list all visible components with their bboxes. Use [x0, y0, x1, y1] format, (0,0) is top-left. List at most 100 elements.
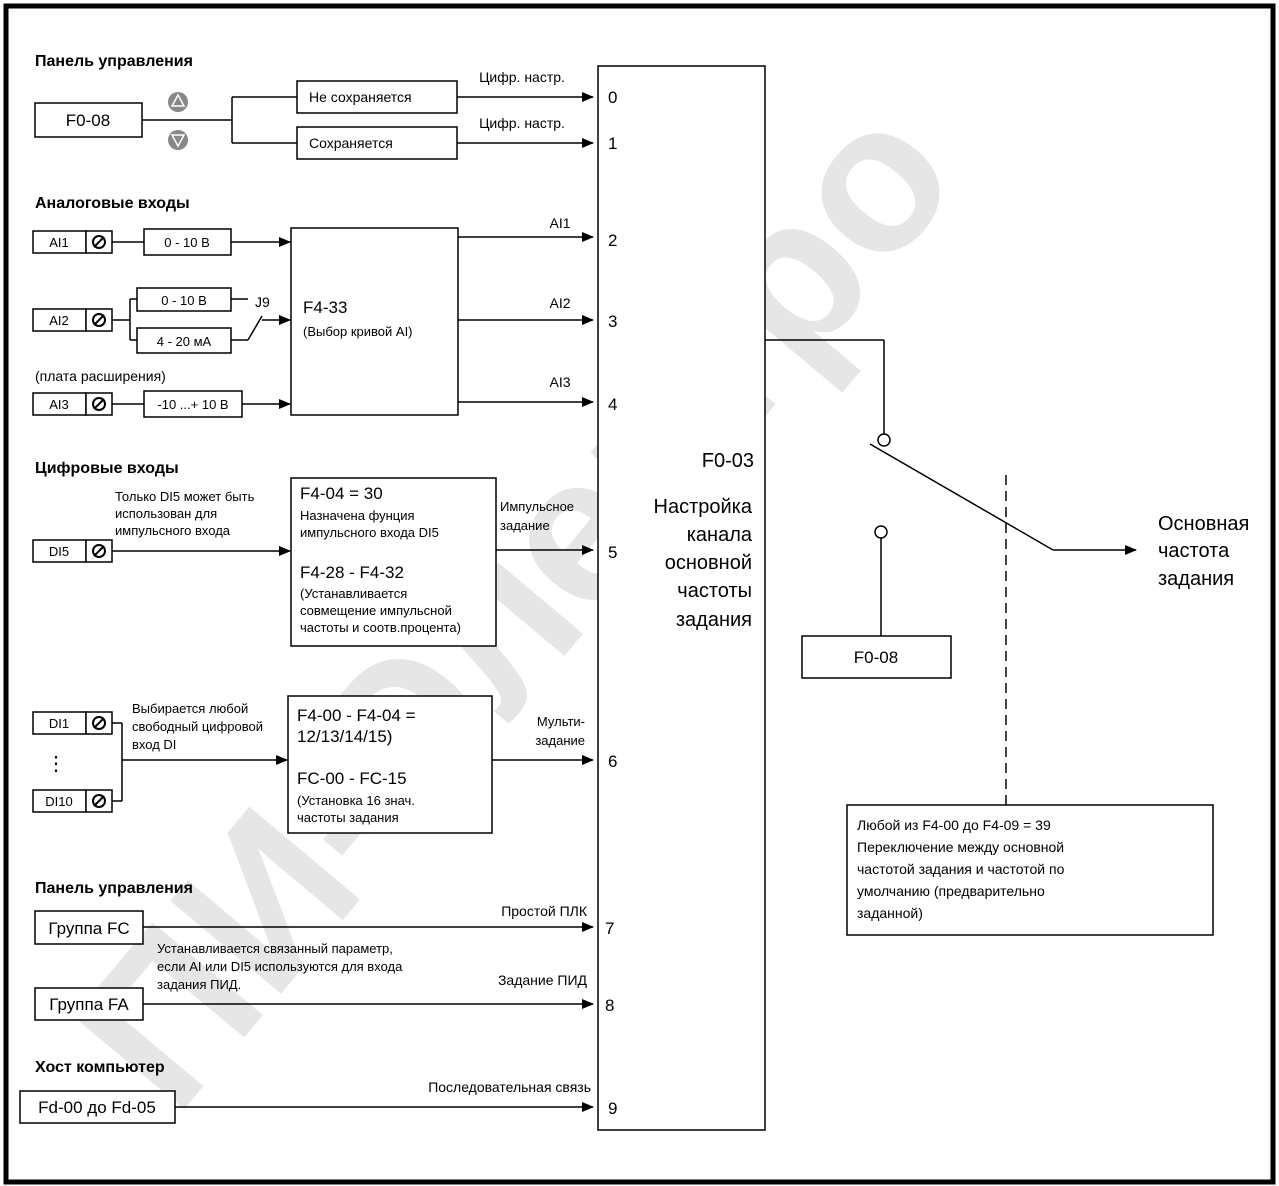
- switch-note-5: заданной): [857, 905, 923, 921]
- jumper-label: J9: [255, 294, 270, 310]
- saved-label: Сохраняется: [309, 135, 393, 151]
- not-saved-box: [296, 80, 458, 114]
- pulse-desc1-2: импульсного входа DI5: [300, 525, 439, 540]
- channel-number-1: 1: [608, 134, 617, 153]
- saved-box: [296, 126, 458, 160]
- selector-title-3: основной: [665, 552, 752, 574]
- pid-note-2: если AI или DI5 используются для входа: [157, 959, 403, 974]
- pulse-desc2-1: (Устанавливается: [300, 586, 407, 601]
- channel-number-9: 9: [608, 1099, 617, 1118]
- pulse-param1: F4-04 = 30: [300, 484, 383, 503]
- switch-note-2: Переключение между основной: [857, 839, 1064, 855]
- digital-setting-label-0: Цифр. настр.: [479, 69, 565, 85]
- pulse-output-2: задание: [500, 518, 550, 533]
- switch-note-1: Любой из F4-00 до F4-09 = 39: [857, 817, 1051, 833]
- screw-icon: [92, 313, 106, 327]
- selector-title-5: задания: [676, 609, 752, 631]
- pid-note-1: Устанавливается связанный параметр,: [157, 941, 393, 956]
- pulse-note-2: использован для: [115, 506, 217, 521]
- ai1-label: AI1: [49, 235, 69, 250]
- pid-output-label: Задание ПИД: [498, 972, 588, 988]
- channel-number-4: 4: [608, 395, 617, 414]
- ai1-out-label: AI1: [549, 215, 570, 231]
- keypad-param-label: F0-08: [66, 111, 110, 130]
- curve-param-label: F4-33: [303, 298, 347, 317]
- pulse-note-1: Только DI5 может быть: [115, 489, 255, 504]
- pulse-param2: F4-28 - F4-32: [300, 563, 404, 582]
- channel-number-6: 6: [608, 752, 617, 771]
- jumper-switch: [247, 315, 263, 341]
- pid-note-3: задания ПИД.: [157, 977, 241, 992]
- group-fc-label: Группа FC: [48, 919, 129, 938]
- screw-icon: [92, 544, 106, 558]
- selector-param: F0-03: [702, 450, 754, 472]
- channel-number-7: 7: [605, 919, 614, 938]
- group-fa-label: Группа FA: [49, 995, 129, 1014]
- section-heading-host: Хост компьютер: [35, 1059, 165, 1076]
- preset-param-box: [801, 635, 952, 679]
- ai1-range-box: [143, 228, 232, 256]
- host-param-box: [19, 1090, 176, 1124]
- pulse-desc2-3: частоты и соотв.процента): [300, 620, 461, 635]
- multi-param2: FC-00 - FC-15: [297, 769, 407, 788]
- multi-note-1: Выбирается любой: [132, 701, 248, 716]
- host-output-label: Последовательная связь: [428, 1079, 591, 1095]
- ai3-out-label: AI3: [549, 374, 570, 390]
- section-heading-panel-1: Панель управления: [35, 53, 193, 70]
- switch-note-4: умолчанию (предварительно: [857, 883, 1045, 899]
- di5-label: DI5: [49, 544, 69, 559]
- screw-icon: [92, 397, 106, 411]
- pulse-output-1: Импульсное: [500, 499, 574, 514]
- channel-number-8: 8: [605, 996, 614, 1015]
- curve-desc-label: (Выбор кривой AI): [303, 324, 413, 339]
- selector-title-2: канала: [687, 524, 753, 546]
- plc-output-label: Простой ПЛК: [501, 903, 588, 919]
- ai2-label: AI2: [49, 313, 69, 328]
- switch-contact-b: [874, 525, 888, 539]
- section-heading-analog: Аналоговые входы: [35, 195, 190, 212]
- ai3-range-label: -10 ...+ 10 В: [157, 397, 228, 412]
- ai2-range-ma-label: 4 - 20 мА: [157, 334, 212, 349]
- curve-select-box: [290, 227, 459, 416]
- di10-label: DI10: [45, 794, 72, 809]
- output-label-2: частота: [1158, 540, 1230, 562]
- switch-note-box: [846, 804, 1214, 936]
- not-saved-label: Не сохраняется: [309, 89, 412, 105]
- output-label-1: Основная: [1158, 513, 1249, 535]
- preset-param-label: F0-08: [854, 648, 898, 667]
- multi-param1-1: F4-00 - F4-04 =: [297, 706, 416, 725]
- host-param-label: Fd-00 до Fd-05: [38, 1098, 156, 1117]
- ai3-label: AI3: [49, 397, 69, 412]
- multi-param1-2: 12/13/14/15): [297, 727, 392, 746]
- selector-title-4: частоты: [677, 580, 752, 602]
- multi-desc2-1: (Установка 16 знач.: [297, 793, 415, 808]
- channel-number-3: 3: [608, 312, 617, 331]
- output-label-3: задания: [1158, 568, 1234, 590]
- pulse-desc2-2: совмещение импульсной: [300, 603, 452, 618]
- ai1-range-label: 0 - 10 В: [164, 235, 210, 250]
- keypad-param-box: [34, 102, 143, 138]
- multi-note-2: свободный цифровой: [132, 719, 263, 734]
- group-fc-box: [34, 910, 144, 945]
- screw-icon: [92, 794, 106, 808]
- digital-setting-label-1: Цифр. настр.: [479, 115, 565, 131]
- channel-selector-box: [597, 65, 766, 1131]
- di1-label: DI1: [49, 716, 69, 731]
- triangle-down-icon[interactable]: [168, 130, 188, 150]
- ellipsis-vertical: ⋮: [46, 753, 66, 775]
- selector-title-1: Настройка: [654, 496, 753, 518]
- switch-blade: [869, 443, 1054, 551]
- screw-icon: [92, 235, 106, 249]
- multi-param-box: [287, 695, 493, 834]
- pulse-note-3: импульсного входа: [115, 523, 231, 538]
- triangle-up-icon[interactable]: [168, 92, 188, 112]
- channel-number-0: 0: [608, 88, 617, 107]
- ai2-out-label: AI2: [549, 295, 570, 311]
- switch-contact-a: [877, 433, 891, 447]
- channel-number-5: 5: [608, 543, 617, 562]
- ai3-note: (плата расширения): [35, 368, 166, 384]
- screw-icon: [92, 716, 106, 730]
- switch-note-3: частотой задания и частотой по: [857, 861, 1065, 877]
